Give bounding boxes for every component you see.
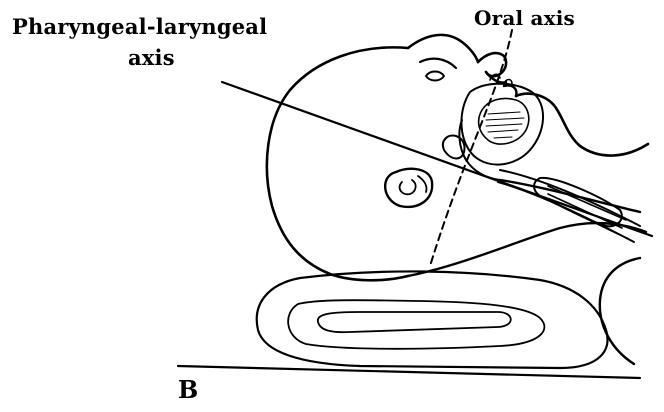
oral-cavity	[461, 84, 543, 165]
eye	[426, 72, 444, 81]
head-pillow-slot	[318, 312, 511, 332]
ear	[385, 169, 432, 207]
head-pillow	[257, 271, 608, 368]
brow-outline	[420, 59, 456, 68]
tongue-hatching	[486, 112, 524, 138]
upper-lip	[486, 72, 506, 83]
forehead-outline	[408, 35, 478, 62]
pharyngeal-laryngeal-axis-label-line1: Pharyngeal-laryngeal	[12, 16, 267, 37]
chin-jaw-outline	[516, 94, 648, 156]
ear-canal	[418, 176, 427, 192]
oral-axis-label: Oral axis	[474, 8, 575, 28]
pharyngeal-laryngeal-axis-label-line2: axis	[128, 47, 175, 68]
tube-cuff	[534, 178, 622, 226]
ear-inner	[400, 180, 416, 194]
skull-outline	[267, 47, 408, 280]
panel-label: B	[178, 378, 199, 402]
pharyngeal-laryngeal-axis-line	[222, 82, 652, 236]
lower-lip	[504, 85, 516, 96]
